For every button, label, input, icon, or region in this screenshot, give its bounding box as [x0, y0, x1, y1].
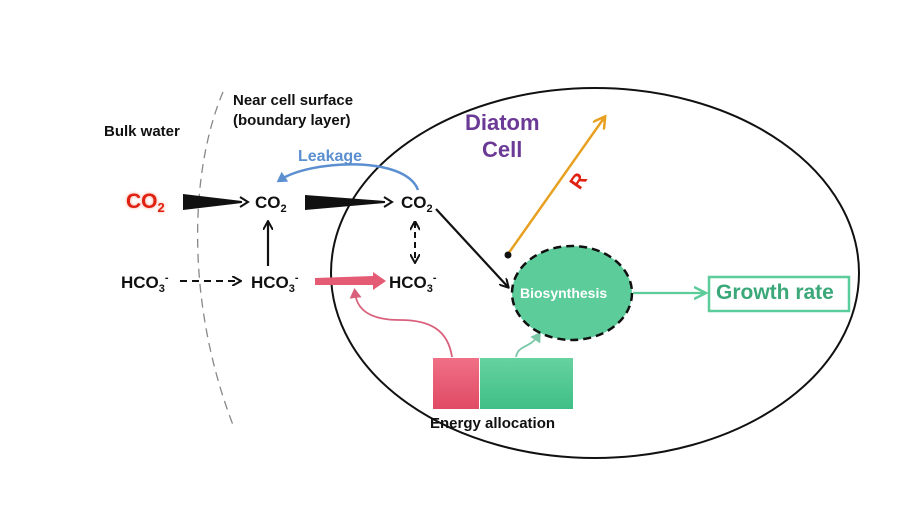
hco3-bulk-base: HCO [121, 273, 159, 292]
hco3-surface-base: HCO [251, 273, 289, 292]
co2-surface-sub: 2 [280, 203, 287, 215]
energy-to-transport-link [349, 288, 453, 358]
co2-diffusion-arrow-2 [305, 195, 385, 210]
co2-bulk-sub: 2 [157, 200, 165, 215]
hco3-cell-sup: - [432, 272, 437, 284]
co2-diffusion-arrowhead-1 [239, 196, 250, 208]
hco3-cell-sub: 3 [426, 283, 433, 295]
hco3-cell-label: HCO3- [389, 272, 437, 296]
growth-rate-box [707, 275, 851, 313]
energy-to-biosynthesis-link [515, 331, 541, 358]
co2-cell-label: CO2 [401, 193, 433, 216]
diatom-cell-boundary [330, 87, 860, 459]
co2-cell-sub: 2 [426, 203, 433, 215]
radius-arrow [506, 118, 604, 255]
hco3-surface-sup: - [294, 272, 299, 284]
leakage-arrow [276, 163, 420, 191]
co2-diffusion-arrowhead-2 [383, 196, 394, 208]
diatom-cell-title-line1: Diatom [465, 110, 540, 135]
co2-cell-base: CO [401, 193, 427, 212]
biosynthesis-compartment [510, 244, 634, 342]
co2-bulk-base: CO [126, 190, 158, 213]
co2-surface-base: CO [255, 193, 281, 212]
hco3-bulk-sup: - [164, 272, 169, 284]
near-surface-label-line1: Near cell surface [233, 92, 354, 109]
leakage-label: Leakage [298, 148, 363, 165]
hco3-cell-base: HCO [389, 273, 427, 292]
co2-diffusion-arrow-1 [183, 194, 242, 210]
energy-bar-biosynthesis [480, 358, 573, 409]
hco3-transport-arrow [315, 272, 386, 290]
growth-rate-label: Growth rate [716, 281, 834, 304]
co2-to-biosynthesis-arrow [435, 208, 508, 287]
co2-bulk-label: CO2 [126, 190, 165, 216]
energy-allocation-label: Energy allocation [430, 415, 556, 432]
energy-bar-transport [433, 358, 479, 409]
hco3-bulk-sub: 3 [158, 283, 165, 295]
co2-surface-label: CO2 [255, 193, 287, 216]
diatom-cell-title-line2: Cell [482, 137, 523, 162]
near-surface-label-line2: (boundary layer) [233, 112, 351, 129]
biosynthesis-label: Biosynthesis [520, 285, 608, 301]
hco3-bulk-label: HCO3- [121, 272, 169, 296]
hco3-surface-label: HCO3- [251, 272, 299, 296]
boundary-layer-line [196, 91, 234, 426]
hco3-surface-sub: 3 [288, 283, 295, 295]
cell-center-dot [504, 251, 512, 259]
bulk-water-label: Bulk water [104, 123, 180, 140]
